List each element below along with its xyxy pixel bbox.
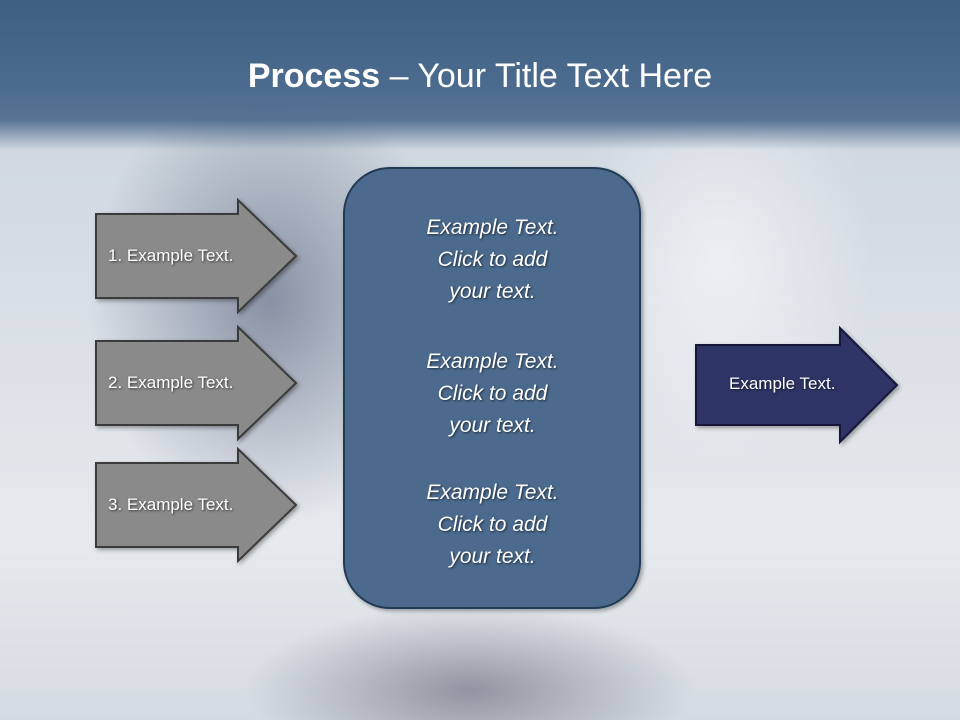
center-process-box[interactable] [343, 167, 641, 609]
center-text-block-1: Example Text. Click to add your text. [345, 212, 640, 308]
center-text-block-3: Example Text. Click to add your text. [345, 477, 640, 573]
center-text-line: Example Text. [426, 481, 559, 504]
process-arrow-3[interactable] [95, 446, 298, 564]
title-bold: Process [247, 57, 381, 95]
process-arrow-3-label: 3. Example Text. [108, 495, 234, 514]
result-arrow-label: Example Text. [729, 374, 836, 393]
center-text-line: your text. [449, 280, 536, 303]
center-text-line: Example Text. [426, 216, 559, 239]
process-arrow-2-label: 2. Example Text. [108, 373, 234, 392]
title-rest: – Your Title Text Here [380, 57, 713, 95]
result-arrow[interactable] [695, 325, 899, 445]
center-text-line: your text. [449, 414, 536, 437]
center-text-block-2: Example Text. Click to add your text. [345, 346, 640, 442]
center-text-line: Click to add [437, 248, 548, 271]
center-text-line: Click to add [437, 382, 548, 405]
process-arrow-1-label: 1. Example Text. [108, 246, 234, 265]
center-text-line: Click to add [437, 513, 548, 536]
center-text-line: your text. [449, 545, 536, 568]
process-arrow-2[interactable] [95, 324, 298, 442]
center-text-line: Example Text. [426, 350, 559, 373]
process-arrow-1[interactable] [95, 197, 298, 315]
title-bar [0, 0, 960, 150]
slide-title[interactable]: Process – Your Title Text Here [0, 56, 960, 96]
